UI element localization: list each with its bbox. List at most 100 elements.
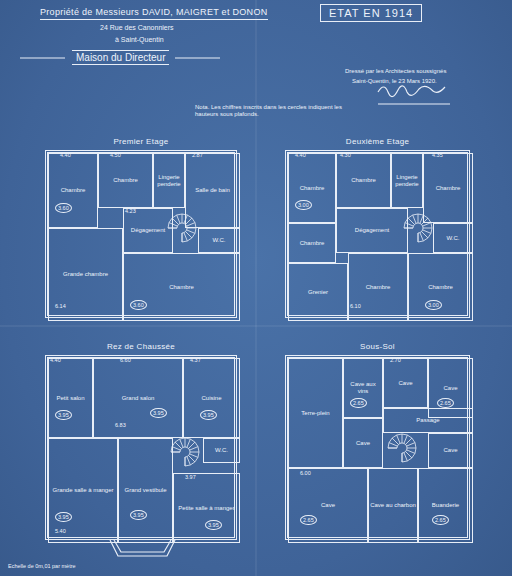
stair-step	[175, 442, 181, 448]
room: Cave aux vins	[343, 358, 383, 418]
room-name: Petit salon	[55, 394, 85, 403]
room: Chambre	[288, 223, 336, 263]
room-name: Cave	[442, 384, 458, 393]
stair-step	[180, 439, 183, 447]
room: Chambre	[98, 153, 153, 208]
room-name: Grenier	[307, 288, 329, 297]
floor-plan: Sous-SolTerre-pleinCave aux vinsCaveCave…	[285, 355, 470, 540]
dimension: 6.14	[55, 303, 66, 309]
stair-step	[190, 454, 198, 457]
room: Chambre	[408, 253, 473, 321]
dimension: 2.70	[390, 357, 401, 363]
ceiling-height: 3.95	[130, 510, 147, 520]
dimension: 4.30	[340, 152, 351, 158]
room-name: Chambre	[350, 176, 377, 185]
stair-step	[177, 215, 180, 223]
room: Lingerie penderie	[391, 153, 423, 208]
bay-window	[114, 540, 171, 552]
stair-step	[182, 233, 183, 242]
room-name: Grande chambre	[62, 270, 109, 279]
room: Grenier	[288, 263, 348, 321]
dimension: 5.40	[55, 528, 66, 534]
stair-step	[406, 438, 412, 444]
stair-step	[418, 214, 419, 223]
room: W.C.	[433, 223, 473, 253]
ceiling-height: 3.95	[55, 512, 72, 522]
room-name: Salle de bain	[194, 186, 231, 195]
room-name: Chambre	[112, 176, 139, 185]
fold-line	[256, 0, 257, 576]
stair-step	[182, 214, 183, 223]
room: Chambre	[336, 153, 391, 208]
stair-step	[189, 442, 195, 448]
stair-step	[388, 448, 397, 449]
stair-step	[172, 218, 178, 224]
ceiling-height: 3.95	[205, 520, 222, 530]
room-name: W.C.	[214, 446, 229, 455]
stair-step	[169, 223, 177, 226]
floor-plan: Deuxième EtageChambreChambreLingerie pen…	[285, 150, 470, 318]
room: Lingerie penderie	[153, 153, 185, 208]
owner-title: Propriété de Messieurs DAVID, MAIGRET et…	[40, 8, 268, 20]
stair-step	[185, 457, 186, 466]
ceiling-height: 3.95	[150, 408, 167, 418]
room-name: Chambre	[60, 186, 87, 195]
dimension: 4.40	[295, 152, 306, 158]
room-name: Cuisine	[200, 394, 222, 403]
stair-step	[392, 438, 398, 444]
ceiling-height: 3.00	[425, 300, 442, 310]
plan-heading: Sous-Sol	[268, 342, 487, 351]
room-name: Cave aux vins	[344, 380, 382, 396]
dimension: 6.83	[115, 422, 126, 428]
fold-line	[0, 326, 512, 327]
room-name: Buanderie	[431, 501, 460, 510]
stair-step	[423, 223, 431, 226]
room-name: Lingerie penderie	[392, 173, 422, 189]
room-name: Grand vestibule	[123, 486, 167, 495]
stair-step	[407, 450, 415, 453]
stair-step	[185, 438, 186, 447]
stair-step	[190, 447, 198, 450]
room: Terre-plein	[288, 358, 343, 468]
stair-step	[402, 434, 403, 443]
ceiling-height: 2.65	[300, 515, 317, 525]
ceiling-height: 3.95	[200, 410, 217, 420]
title-rule	[175, 57, 220, 58]
stair-step	[423, 228, 432, 229]
dimension: 4.23	[125, 208, 136, 214]
plan-heading: Premier Etage	[28, 137, 254, 146]
room: Salle de bain	[185, 153, 240, 228]
room: Cave au charbon	[368, 468, 418, 543]
stair-step	[422, 232, 428, 238]
stair-step	[404, 453, 407, 461]
room-name: Chambre	[435, 184, 462, 193]
spiral-stair	[388, 434, 416, 462]
room-name: Chambre	[365, 283, 392, 292]
room: Chambre	[288, 153, 336, 223]
room-name: Grande salle à manger	[51, 486, 114, 495]
stair-step	[190, 452, 199, 453]
room-name: Cave	[442, 446, 458, 455]
dimension: 6.00	[300, 470, 311, 476]
ceiling-height: 3.95	[55, 410, 72, 420]
stair-step	[186, 218, 192, 224]
ceiling-height: 2.65	[432, 515, 449, 525]
signature-stroke	[378, 103, 450, 104]
stair-step	[406, 452, 412, 458]
ceiling-height: 2.65	[437, 398, 454, 408]
floor-plan: Premier EtageChambreChambreLingerie pend…	[45, 150, 237, 318]
room-name: Chambre	[299, 239, 326, 248]
room: Cave	[428, 358, 473, 418]
room: Chambre	[348, 253, 408, 321]
room: Cave	[288, 468, 368, 543]
room: Chambre	[423, 153, 473, 223]
stair-step	[389, 443, 397, 446]
plan-heading: Rez de Chaussée	[28, 342, 254, 351]
room: Grand vestibule	[118, 438, 173, 543]
room-name: Chambre	[168, 283, 195, 292]
stair-step	[413, 215, 416, 223]
stair-step	[423, 230, 431, 233]
stair-step	[187, 439, 190, 447]
stair-step	[407, 448, 416, 449]
note: Nota. Les chiffres inscrits dans les cer…	[195, 104, 360, 117]
